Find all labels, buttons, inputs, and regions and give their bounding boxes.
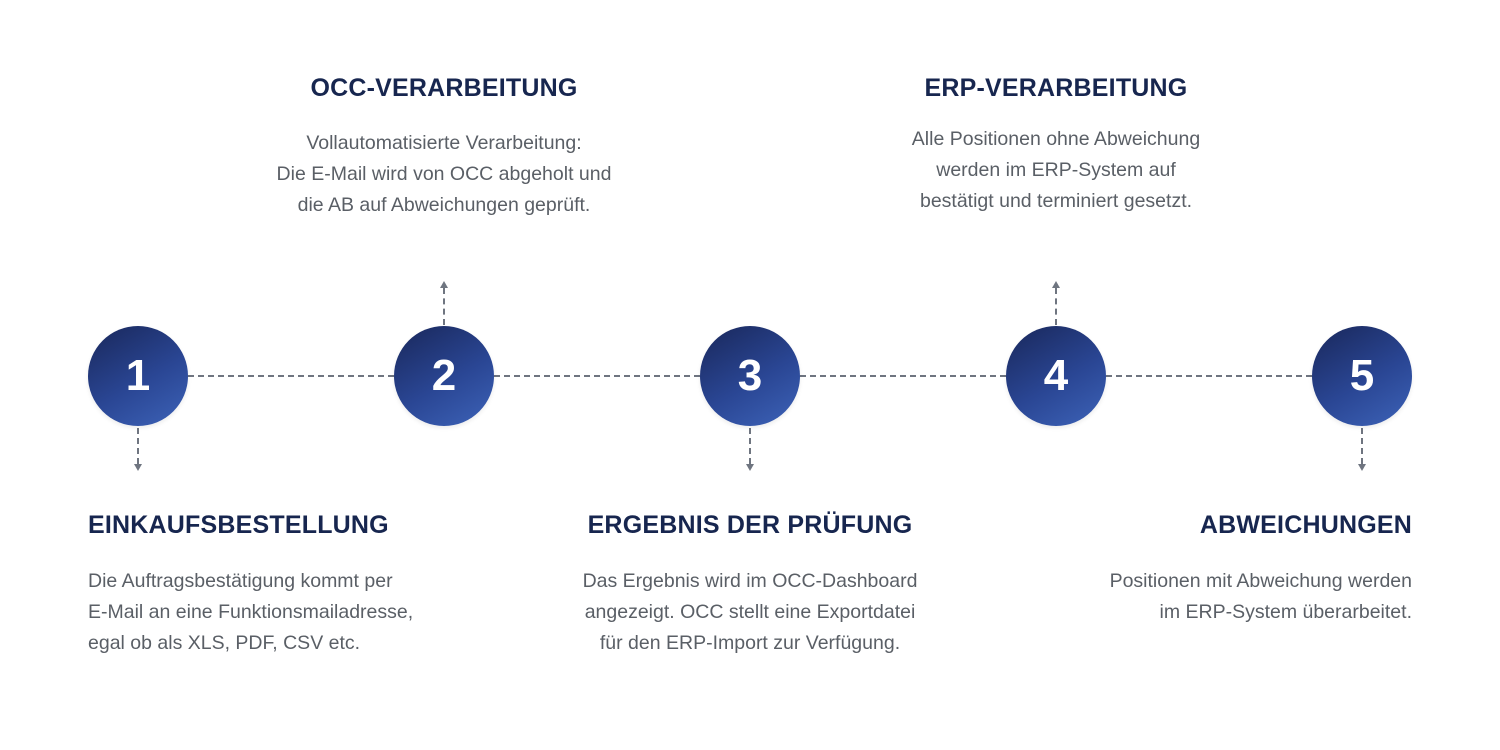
step-2-number: 2 bbox=[431, 351, 457, 400]
step-2-description: Vollautomatisierte Verarbeitung: Die E-M… bbox=[276, 132, 612, 216]
step-3-description: Das Ergebnis wird im OCC-Dashboard angez… bbox=[582, 570, 918, 654]
step-5-number: 5 bbox=[1349, 351, 1375, 400]
connector-1-2 bbox=[188, 375, 394, 377]
step-1-title: EINKAUFSBESTELLUNG bbox=[88, 511, 389, 539]
step-3-circle: 3 bbox=[700, 326, 800, 426]
step-5-description: Positionen mit Abweichung werden im ERP-… bbox=[1109, 570, 1412, 623]
step-2-title: OCC-VERARBEITUNG bbox=[310, 74, 578, 102]
step-4-title: ERP-VERARBEITUNG bbox=[924, 74, 1188, 102]
step-1-number: 1 bbox=[125, 351, 151, 400]
step-2-circle: 2 bbox=[394, 326, 494, 426]
step-2-up-arrow-icon bbox=[440, 281, 448, 288]
step-5-down-arrow-icon bbox=[1358, 464, 1366, 471]
step-5-down-line bbox=[1361, 428, 1363, 464]
step-3-number: 3 bbox=[737, 351, 763, 400]
step-1-down-arrow-icon bbox=[134, 464, 142, 471]
step-5-circle: 5 bbox=[1312, 326, 1412, 426]
connector-4-5 bbox=[1106, 375, 1312, 377]
step-1-circle: 1 bbox=[88, 326, 188, 426]
step-4-circle: 4 bbox=[1006, 326, 1106, 426]
step-4-number: 4 bbox=[1043, 351, 1069, 400]
step-5-title: ABWEICHUNGEN bbox=[1199, 511, 1412, 539]
connector-3-4 bbox=[800, 375, 1006, 377]
step-3-title: ERGEBNIS DER PRÜFUNG bbox=[587, 511, 913, 539]
step-4-up-arrow-icon bbox=[1052, 281, 1060, 288]
step-2-up-line bbox=[443, 288, 445, 325]
step-1-down-line bbox=[137, 428, 139, 464]
step-4-up-line bbox=[1055, 288, 1057, 325]
step-4-description: Alle Positionen ohne Abweichung werden i… bbox=[911, 128, 1201, 212]
step-1-description: Die Auftragsbestätigung kommt per E-Mail… bbox=[88, 570, 414, 654]
step-3-down-arrow-icon bbox=[746, 464, 754, 471]
connector-2-3 bbox=[494, 375, 700, 377]
step-3-down-line bbox=[749, 428, 751, 464]
